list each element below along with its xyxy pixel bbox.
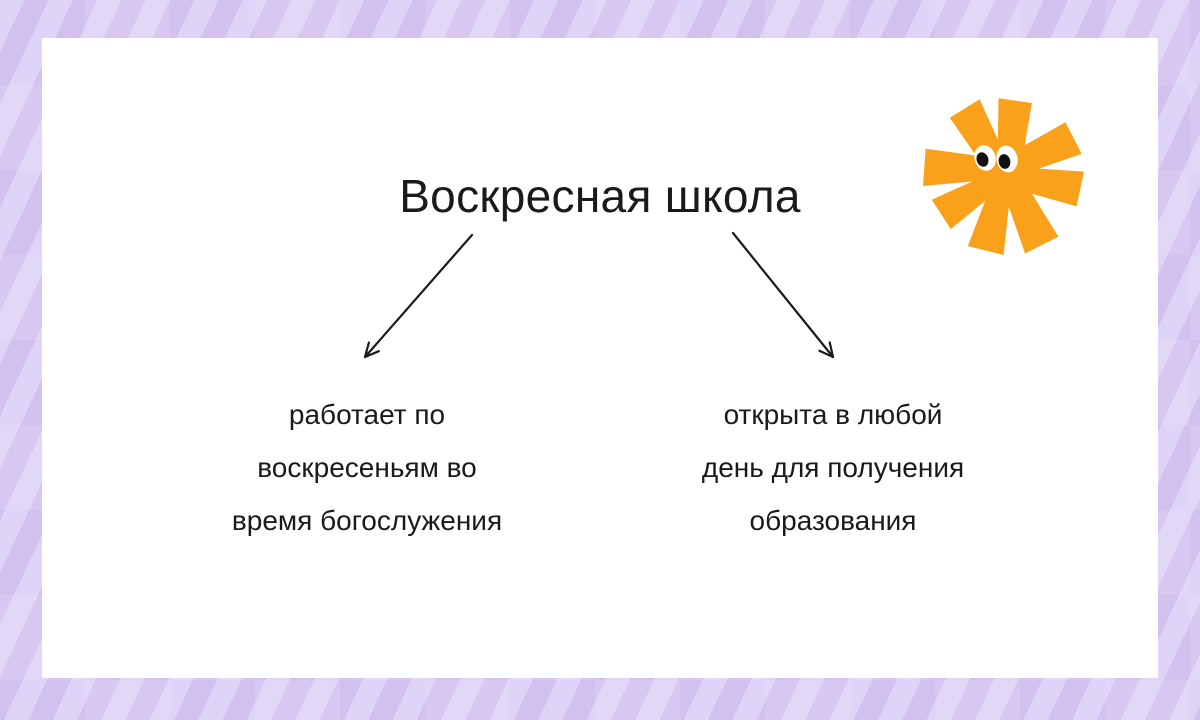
page-title: Воскресная школа — [399, 170, 801, 222]
branch-left-text: работает по воскресеньям во время богосл… — [232, 388, 502, 547]
content-card: Воскресная школа работает по воскресенья… — [42, 38, 1158, 678]
branch-left-line-1: работает по — [288, 399, 446, 430]
star-mascot-icon — [923, 98, 1084, 255]
branch-left-line-3: время богослужения — [231, 505, 503, 536]
branch-right-line-3: образования — [749, 505, 917, 536]
pupil-left — [976, 152, 989, 167]
mascot-eye-right — [996, 145, 1018, 173]
mascot-eye-left — [974, 145, 996, 171]
branch-right-text: открыта в любой день для получения образ… — [702, 388, 964, 547]
branch-left-line-2: воскресеньям во — [257, 452, 477, 483]
branch-right-line-2: день для получения — [701, 452, 965, 483]
pupil-right — [998, 154, 1011, 169]
branch-right-line-1: открыта в любой — [723, 399, 943, 430]
star-mascot-body — [923, 98, 1084, 255]
